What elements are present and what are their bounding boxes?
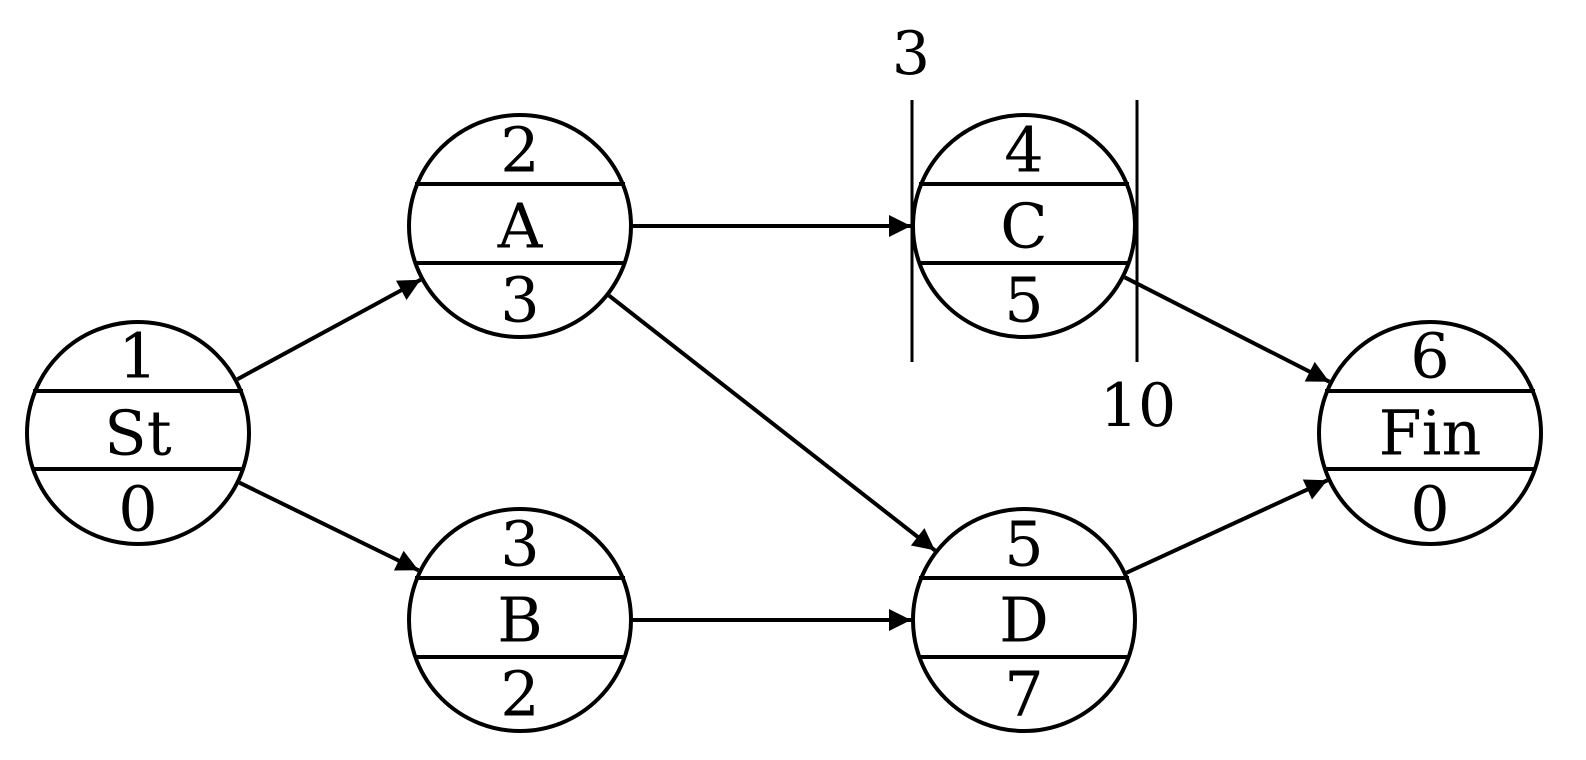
node-c-bottom: 5	[1004, 264, 1043, 337]
node-a-circle	[407, 113, 633, 339]
node-c-circle	[911, 113, 1137, 339]
node-d-bottom: 7	[1004, 658, 1043, 731]
node-b: 3 B 2	[407, 507, 633, 733]
node-c-label: C	[1000, 190, 1047, 263]
node-b-bottom: 2	[500, 658, 539, 731]
node-a-bottom: 3	[500, 264, 539, 337]
edge-st-a	[236, 278, 422, 381]
node-fin: 6 Fin 0	[1317, 320, 1543, 546]
node-fin-top: 6	[1410, 320, 1449, 393]
node-a-label: A	[497, 190, 544, 263]
node-b-label: B	[497, 584, 543, 657]
time-window-end-label: 10	[1100, 371, 1176, 441]
nodes-layer: 1 St 0 2 A 3 3 B 2 4 C	[25, 113, 1543, 733]
node-b-top: 3	[500, 508, 539, 581]
edge-d-fin	[1125, 478, 1329, 575]
node-fin-circle	[1317, 320, 1543, 546]
node-st-label: St	[104, 397, 171, 470]
node-d-top: 5	[1004, 508, 1043, 581]
edge-a-d	[607, 294, 937, 552]
node-d-label: D	[999, 584, 1049, 657]
node-c: 4 C 5	[911, 113, 1137, 339]
node-fin-label: Fin	[1379, 397, 1482, 470]
node-d-circle	[911, 507, 1137, 733]
node-c-top: 4	[1004, 114, 1043, 187]
node-a-top: 2	[500, 114, 539, 187]
time-window-markers: 3 10	[892, 19, 1176, 441]
node-a: 2 A 3	[407, 113, 633, 339]
edge-st-b	[238, 480, 420, 573]
node-st: 1 St 0	[25, 320, 251, 546]
node-fin-bottom: 0	[1410, 473, 1449, 546]
node-b-circle	[407, 507, 633, 733]
node-st-bottom: 0	[118, 473, 157, 546]
node-st-top: 1	[118, 320, 157, 393]
edges-layer	[236, 215, 1331, 631]
edge-c-fin	[1123, 275, 1331, 384]
node-st-circle	[25, 320, 251, 546]
node-d: 5 D 7	[911, 507, 1137, 733]
time-window-start-label: 3	[892, 19, 930, 89]
